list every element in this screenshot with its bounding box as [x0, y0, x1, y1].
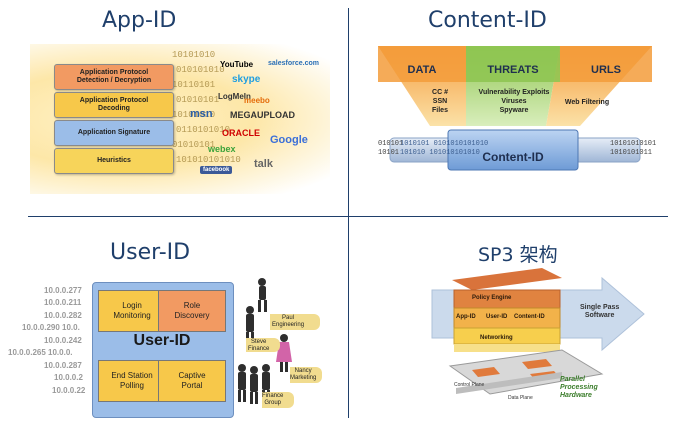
ip-address: 10.0.0.290 10.0.	[22, 323, 80, 332]
logo-meebo: meebo	[244, 96, 270, 105]
sp3-layer-label: Policy Engine	[472, 295, 512, 301]
single-pass-software-label: Single Pass Software	[580, 304, 620, 319]
binary-right-line: 1010101011	[610, 149, 653, 157]
user-id-box: Login Monitoring	[98, 290, 166, 332]
threats-column-body: Vulnerability Exploits Viruses Spyware	[478, 89, 550, 114]
top-block-roof	[452, 268, 562, 290]
walking-person-icon	[258, 278, 267, 312]
logo-facebook: facebook	[200, 166, 233, 174]
content-id-binary-right: 10101010101 1010101011	[610, 140, 656, 158]
chip-icon	[472, 367, 500, 377]
binary-left-line: 10101	[378, 149, 400, 157]
user-id-box: Captive Portal	[158, 360, 226, 402]
user-id-box: End Station Polling	[98, 360, 166, 402]
logo-msn: msn	[190, 108, 213, 120]
logo-megaupload: MEGAUPLOAD	[230, 110, 295, 120]
ip-address: 10.0.0.211	[44, 298, 82, 307]
logo-talk: talk	[254, 158, 273, 170]
binary-stream-line: 0110101010	[176, 125, 231, 135]
sp3-layer-label: Content-ID	[514, 314, 545, 320]
content-id-title: Content-ID	[428, 8, 547, 33]
ip-address: 10.0.0.282	[44, 311, 82, 320]
logo-oracle: ORACLE	[222, 128, 260, 138]
ip-address: 10.0.0.2	[54, 373, 83, 382]
content-id-binary-left: 010101 10101	[378, 140, 403, 158]
sp3-title: SP3 架构	[478, 244, 558, 266]
urls-column-body: Web Filtering	[564, 99, 610, 106]
sp3-layer-label: User-ID	[486, 314, 508, 320]
chip-icon	[522, 359, 552, 369]
person-label-finance-group: Finance Group	[262, 393, 284, 406]
binary-stream-line: 10110101	[172, 80, 216, 90]
logo-google: Google	[270, 134, 308, 146]
finance-group-tag	[262, 392, 294, 408]
parallel-processing-label: Parallel Processing Hardware	[560, 376, 598, 399]
binary-stream-line: 10101010	[172, 50, 216, 60]
woman-person-icon	[276, 334, 292, 372]
logo-youtube: YouTube	[220, 60, 254, 69]
app-id-layer: Heuristics	[54, 148, 174, 174]
vertical-divider	[348, 8, 349, 418]
data-column-header: DATA	[407, 64, 437, 76]
app-id-layer: Application Signature	[54, 120, 174, 146]
content-id-pipe-bits: 1010101 0101010101010 101010 10101010101…	[400, 140, 488, 158]
ip-address: 10.0.0.287	[44, 361, 82, 370]
app-id-layer: Application Protocol Decoding	[54, 92, 174, 118]
data-column-body: CC # SSN Files	[432, 89, 448, 114]
person-label-paul: Paul Engineering	[272, 315, 305, 328]
nancy-tag	[290, 367, 322, 383]
content-id-engine-label: Content-ID	[482, 150, 544, 164]
user-id-center-label: User-ID	[133, 332, 191, 349]
binary-right-line: 10101010101	[610, 140, 657, 148]
hardware-board	[448, 349, 604, 395]
ip-address: 10.0.0.265 10.0.0.	[8, 348, 73, 357]
horizontal-divider	[28, 216, 668, 217]
binary-stream-line: 01010101	[172, 140, 216, 150]
app-id-title: App-ID	[102, 8, 177, 33]
binary-stream-line: 101010101010	[176, 155, 241, 165]
control-plane-label: Control Plane	[454, 382, 485, 388]
sp3-layer-label: App-ID	[456, 314, 476, 320]
pipe-bits-line: 1010101 0101010101010	[400, 140, 489, 148]
ip-address: 10.0.0.277	[44, 286, 82, 295]
logo-skype: skype	[232, 74, 261, 85]
user-id-title: User-ID	[110, 240, 191, 265]
binary-stream-line: 10101010	[172, 110, 216, 120]
threats-column-header: THREATS	[487, 64, 539, 76]
app-id-layer: Application Protocol Detection / Decrypt…	[54, 64, 174, 90]
steve-tag	[246, 338, 280, 352]
ip-address: 10.0.0.22	[52, 386, 86, 395]
logo-logmein: LogMeIn	[218, 92, 251, 101]
content-id-engine-box	[447, 129, 579, 171]
data-plane-label: Data Plane	[508, 395, 533, 401]
logo-webex: webex	[208, 144, 236, 154]
urls-column-header: URLS	[591, 64, 621, 76]
binary-left-line: 010101	[378, 140, 404, 148]
binary-stream-line: 01010101	[176, 95, 220, 105]
logo-salesforcecom: salesforce.com	[268, 60, 319, 67]
pipe-bits-line: 101010 101010101010	[400, 149, 480, 157]
paul-tag	[270, 314, 320, 330]
content-id-funnel	[378, 46, 652, 171]
binary-stream-line: 010101010	[176, 65, 225, 75]
ip-address: 10.0.0.242	[44, 336, 82, 345]
user-id-box: Role Discovery	[158, 290, 226, 332]
person-label-nancy: Nancy Marketing	[290, 368, 317, 381]
sp3-layer-label: Networking	[480, 335, 513, 341]
person-label-steve: Steve Finance	[248, 339, 270, 352]
sp3-architecture-illustration	[431, 268, 645, 395]
